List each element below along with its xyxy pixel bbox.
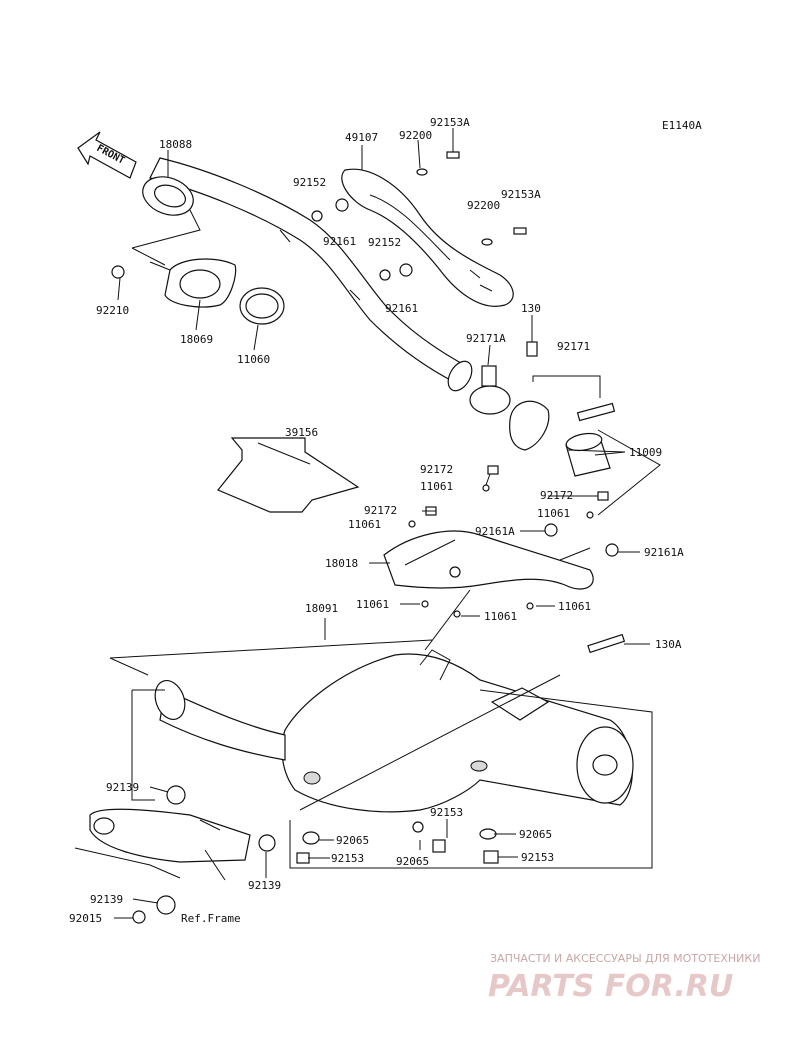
gasket-ring-inner (245, 293, 279, 319)
part-label-92171: 92171 (557, 340, 590, 353)
heat-shield-lower (383, 530, 594, 590)
mount-bracket (89, 808, 251, 881)
ref-frame-label: Ref.Frame (181, 912, 241, 925)
part-label-92172: 92172 (540, 489, 573, 502)
part-label-92139: 92139 (248, 879, 281, 892)
diagram-code: E1140A (662, 119, 702, 132)
watermark-line2: PARTS FOR.RU (488, 969, 733, 1004)
part-label-92065: 92065 (336, 834, 369, 847)
part-label-11060: 11060 (237, 353, 270, 366)
guide-lines (74, 589, 653, 879)
muffler (154, 649, 634, 813)
part-label-130: 130 (521, 302, 541, 315)
leader-lines (131, 209, 201, 271)
part-label-92200: 92200 (399, 129, 432, 142)
part-label-39156: 39156 (285, 426, 318, 439)
bolt-icon (587, 633, 626, 654)
part-label-92172: 92172 (364, 504, 397, 517)
insulator-plate (217, 437, 360, 513)
part-label-92152: 92152 (368, 236, 401, 249)
part-label-92015: 92015 (69, 912, 102, 925)
part-label-92161A: 92161A (644, 546, 684, 559)
guide-lines-mid (257, 429, 661, 516)
part-label-11061: 11061 (558, 600, 591, 613)
part-label-11061: 11061 (537, 507, 570, 520)
part-label-18018: 18018 (325, 557, 358, 570)
header-pipe (149, 157, 473, 392)
part-label-11061: 11061 (484, 610, 517, 623)
part-label-92153: 92153 (430, 806, 463, 819)
part-label-92065: 92065 (396, 855, 429, 868)
part-label-92200: 92200 (467, 199, 500, 212)
watermark-line1: ЗАПЧАСТИ И АКСЕССУАРЫ ДЛЯ МОТОТЕХНИКИ (490, 952, 760, 965)
part-label-92172: 92172 (420, 463, 453, 476)
pipe-clamp (469, 341, 538, 415)
part-label-11009: 11009 (629, 446, 662, 459)
part-label-92171A: 92171A (466, 332, 506, 345)
heat-guard-upper (341, 168, 514, 307)
part-label-92153A: 92153A (501, 188, 541, 201)
part-label-11061: 11061 (348, 518, 381, 531)
part-label-92153: 92153 (331, 852, 364, 865)
clamp-band (509, 375, 616, 451)
part-label-49107: 49107 (345, 131, 378, 144)
part-label-18069: 18069 (180, 333, 213, 346)
part-label-92152: 92152 (293, 176, 326, 189)
label-leaders (114, 128, 650, 919)
part-label-92153: 92153 (521, 851, 554, 864)
part-label-18088: 18088 (159, 138, 192, 151)
front-arrow-icon: FRONT (77, 131, 137, 179)
part-label-11061: 11061 (356, 598, 389, 611)
inlet-collar (142, 176, 194, 216)
part-label-92139: 92139 (90, 893, 123, 906)
flange (164, 258, 237, 308)
part-label-130A: 130A (655, 638, 682, 651)
part-label-18091: 18091 (305, 602, 338, 615)
part-label-92065: 92065 (519, 828, 552, 841)
sleeve-gasket (565, 432, 611, 477)
part-label-92161: 92161 (323, 235, 356, 248)
part-label-11061: 11061 (420, 480, 453, 493)
part-label-92139: 92139 (106, 781, 139, 794)
part-label-92210: 92210 (96, 304, 129, 317)
part-label-92153A: 92153A (430, 116, 470, 129)
part-label-92161: 92161 (385, 302, 418, 315)
guide-lines-shield (404, 539, 591, 566)
part-label-92161A: 92161A (475, 525, 515, 538)
nut-icon (111, 265, 125, 279)
